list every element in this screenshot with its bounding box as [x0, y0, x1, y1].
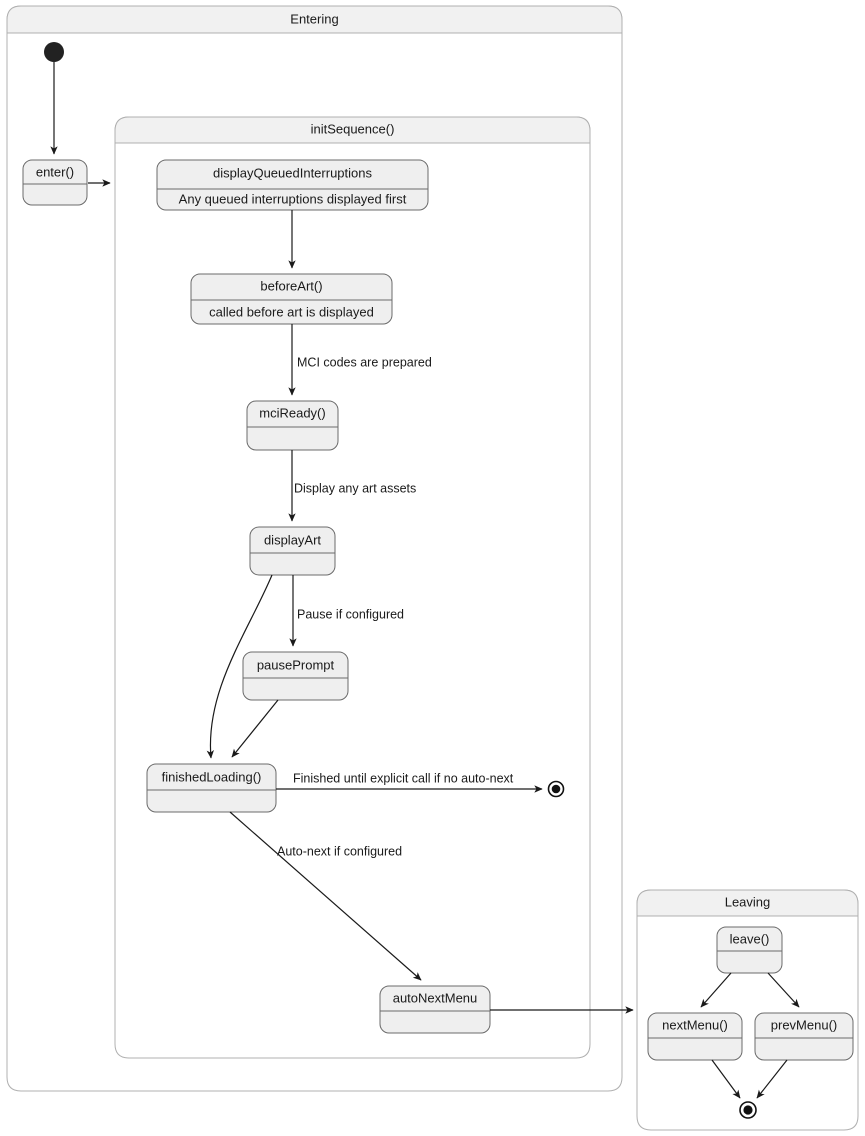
final-state-node-entering — [547, 780, 565, 798]
state-finished-loading[interactable]: finishedLoading() — [146, 763, 277, 813]
state-label-mci-ready: mciReady() — [259, 405, 325, 420]
state-label-pause-prompt: pausePrompt — [257, 657, 335, 672]
state-desc-before-art: called before art is displayed — [209, 304, 374, 319]
state-label-display-art: displayArt — [264, 532, 321, 547]
final-state-node-leaving — [739, 1101, 757, 1119]
edge-label-auto-next-if-configured: Auto-next if configured — [277, 844, 402, 858]
edge-displayart-to-finishedloading — [206, 574, 273, 759]
composite-title-entering: Entering — [290, 11, 338, 26]
composite-title-leaving: Leaving — [725, 894, 771, 909]
edge-nextmenu-to-final — [711, 1059, 741, 1099]
state-enter[interactable]: enter() — [22, 159, 88, 206]
edge-finishedloading-to-autonextmenu — [229, 811, 422, 981]
edge-leave-to-prevmenu — [767, 972, 800, 1008]
initial-state-node — [44, 42, 64, 62]
edge-pauseprompt-to-finishedloading — [231, 699, 279, 758]
edge-leave-to-nextmenu — [700, 972, 732, 1008]
state-label-auto-next-menu: autoNextMenu — [393, 990, 478, 1005]
state-display-queued-interruptions[interactable]: displayQueuedInterruptions Any queued in… — [156, 159, 429, 211]
composite-title-initsequence: initSequence() — [311, 121, 395, 136]
state-auto-next-menu[interactable]: autoNextMenu — [379, 985, 491, 1034]
state-mci-ready[interactable]: mciReady() — [246, 400, 339, 451]
state-label-before-art: beforeArt() — [260, 278, 322, 293]
state-label-finished-loading: finishedLoading() — [162, 769, 262, 784]
state-before-art[interactable]: beforeArt() called before art is display… — [190, 273, 393, 325]
composite-state-leaving[interactable]: Leaving — [636, 889, 859, 1131]
state-next-menu[interactable]: nextMenu() — [647, 1012, 743, 1061]
state-label-display-queued-interruptions: displayQueuedInterruptions — [213, 165, 372, 180]
state-desc-display-queued-interruptions: Any queued interruptions displayed first — [179, 191, 407, 206]
state-label-next-menu: nextMenu() — [662, 1017, 728, 1032]
edge-label-mci-codes-prepared: MCI codes are prepared — [297, 355, 432, 369]
state-leave[interactable]: leave() — [716, 926, 783, 974]
state-label-prev-menu: prevMenu() — [771, 1017, 837, 1032]
edge-prevmenu-to-final — [756, 1059, 788, 1099]
state-label-leave: leave() — [730, 931, 770, 946]
state-label-enter: enter() — [36, 164, 74, 179]
state-display-art[interactable]: displayArt — [249, 526, 336, 576]
edge-label-display-art-assets: Display any art assets — [294, 481, 416, 495]
state-pause-prompt[interactable]: pausePrompt — [242, 651, 349, 701]
edge-label-finished-until-explicit: Finished until explicit call if no auto-… — [293, 771, 514, 785]
edge-label-pause-if-configured: Pause if configured — [297, 607, 404, 621]
state-prev-menu[interactable]: prevMenu() — [754, 1012, 854, 1061]
composite-state-initsequence[interactable]: initSequence() — [114, 116, 591, 1059]
